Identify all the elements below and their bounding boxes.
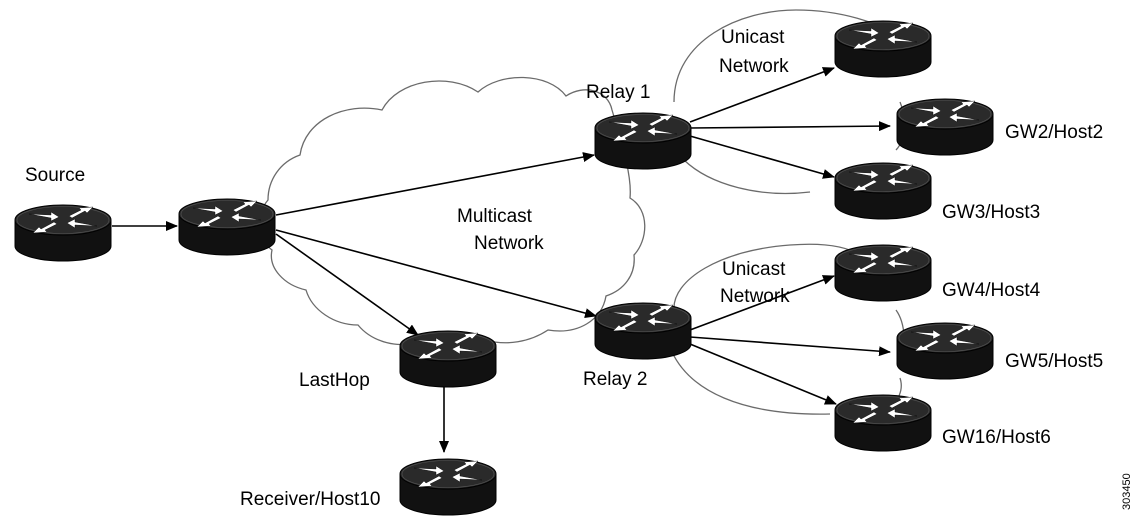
link-firsthop-to-relay2: [275, 229, 597, 318]
label-unicast-network-bottom-line2: Network: [720, 286, 790, 307]
label-receiver: Receiver/Host10: [240, 489, 380, 510]
router-icon-source: [14, 204, 112, 262]
link-relay2-to-gw5: [689, 336, 891, 357]
link-relay2-to-gw4: [689, 275, 835, 331]
link-relay1-to-gw2: [689, 121, 891, 132]
router-icon-gw5: [896, 322, 994, 380]
router-icon-first-hop: [178, 198, 276, 256]
link-firsthop-to-relay1: [275, 152, 595, 216]
router-icon-gw2: [896, 98, 994, 156]
multicast-network-cloud: [258, 76, 646, 351]
router-icon-receiver: [399, 458, 497, 516]
label-lasthop: LastHop: [299, 370, 370, 391]
label-gw4: GW4/Host4: [942, 280, 1041, 301]
label-unicast-network-bottom-line1: Unicast: [722, 259, 786, 280]
link-relay2-to-gw16: [689, 343, 837, 405]
label-unicast-network-top-line2: Network: [719, 56, 789, 77]
figure-id: 303450: [1121, 473, 1133, 510]
label-gw2: GW2/Host2: [1005, 122, 1103, 143]
router-icon-gw1: [834, 20, 932, 78]
label-relay2: Relay 2: [583, 369, 647, 390]
router-icon-gw4: [834, 244, 932, 302]
router-icon-gw16: [834, 394, 932, 452]
label-gw16: GW16/Host6: [942, 427, 1051, 448]
label-unicast-network-top-line1: Unicast: [721, 27, 785, 48]
label-gw3: GW3/Host3: [942, 202, 1040, 223]
label-gw5: GW5/Host5: [1005, 351, 1103, 372]
router-icon-relay2: [594, 302, 692, 360]
link-firsthop-to-lasthop: [275, 233, 419, 336]
label-multicast-network-line2: Network: [474, 233, 544, 254]
label-multicast-network-line1: Multicast: [457, 206, 533, 227]
links: [112, 67, 891, 453]
link-relay1-to-gw1: [689, 67, 835, 123]
label-source: Source: [25, 165, 85, 186]
router-icon-relay1: [594, 112, 692, 170]
router-icon-gw3: [834, 162, 932, 220]
router-icon-lasthop: [399, 330, 497, 388]
label-relay1: Relay 1: [586, 82, 650, 103]
link-relay1-to-gw3: [689, 135, 835, 179]
